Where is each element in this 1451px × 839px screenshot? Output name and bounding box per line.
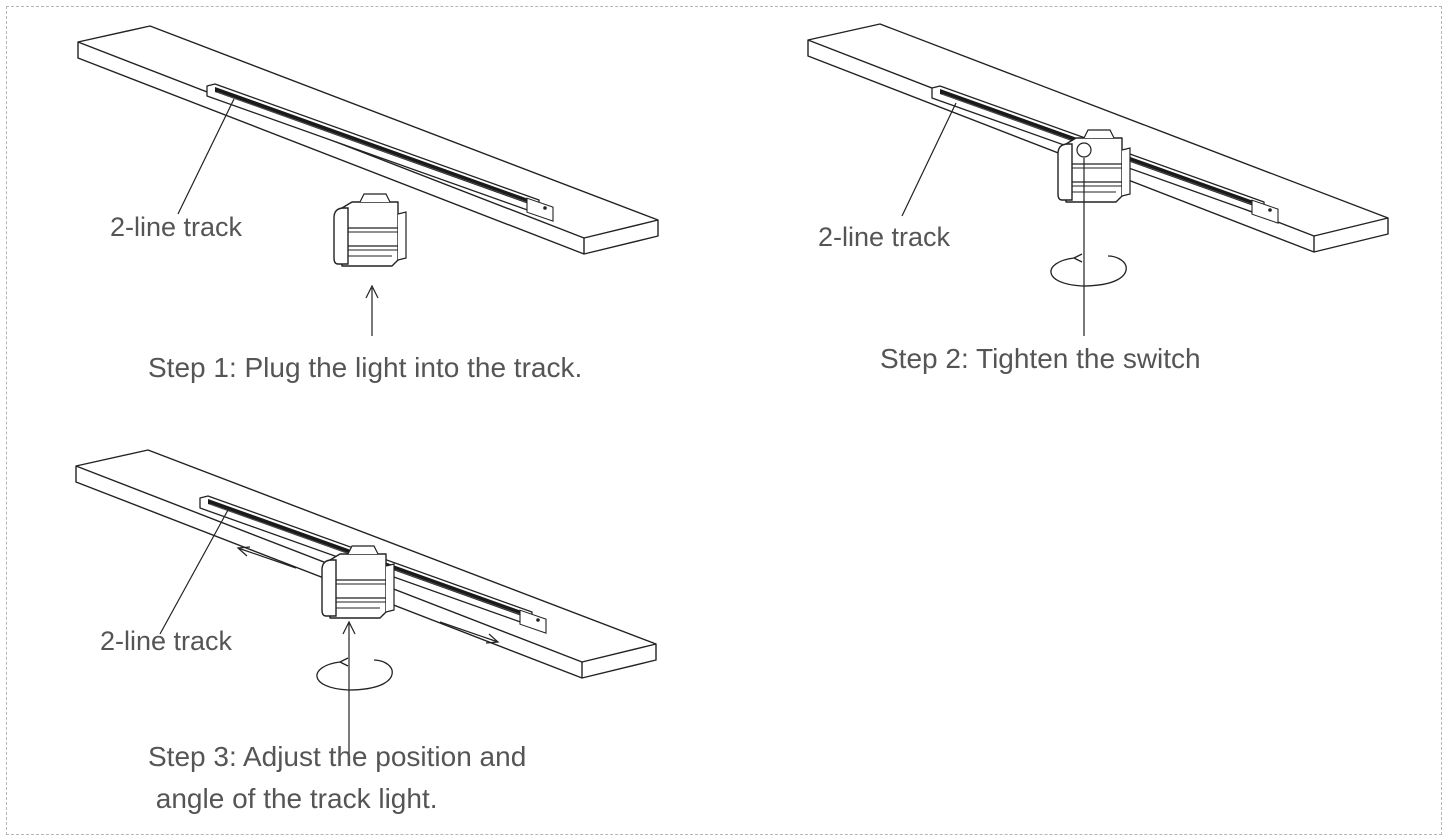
switch-knob-icon [1076,142,1092,158]
slide-arrow-left-shaft [237,547,297,569]
slide-arrow-right-icon [485,633,500,644]
rotate-arrow-icon-2 [1050,253,1127,287]
step-3-caption-line-1: Step 3: Adjust the position and [148,741,526,772]
track-adapter-1 [333,193,407,267]
step-2-illustration: 2-line track Step 2: Tighten the switch [807,23,1389,374]
step-1-caption: Step 1: Plug the light into the track. [148,352,582,383]
rotate-arrow-icon-3 [316,657,393,691]
step-1-illustration: 2-line track Step 1: Plug the light into… [77,25,659,383]
track-label-3: 2-line track [100,626,233,656]
slide-arrow-left-icon [236,546,251,557]
track-label-2: 2-line track [818,222,951,252]
insert-arrow-head-1 [365,284,379,299]
track-label-1: 2-line track [110,212,243,242]
slide-arrow-right-shaft [439,621,499,643]
leader-line-1 [177,98,235,215]
dashed-frame [6,6,1442,835]
rotate-axis-arrow-head [342,620,356,635]
step-2-caption: Step 2: Tighten the switch [880,343,1201,374]
step-3-illustration: 2-line track Step 3: Adjust the position… [75,449,657,814]
leader-line-3 [159,509,229,635]
leader-line-2 [901,102,957,217]
step-3-caption-line-2: angle of the track light. [148,783,438,814]
